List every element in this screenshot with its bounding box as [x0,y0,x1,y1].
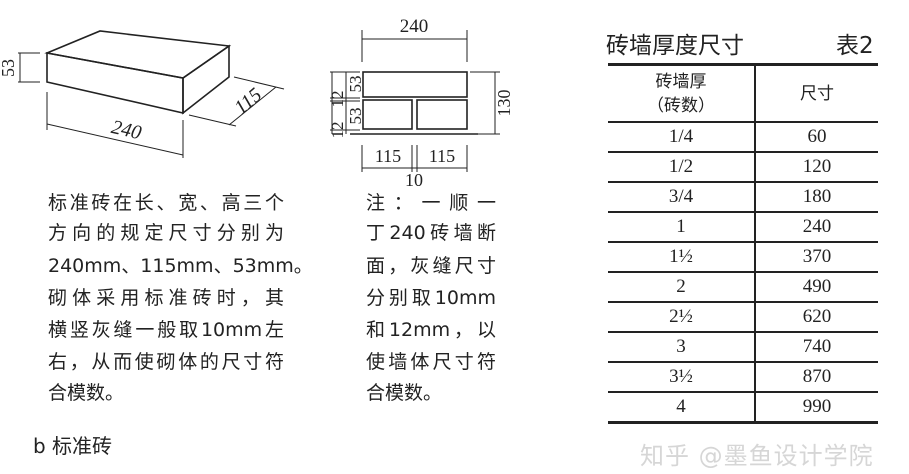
cell-brick-count: 3 [608,332,756,363]
cell-size: 370 [755,242,878,273]
cell-size: 620 [755,302,878,333]
text-line: 面，灰缝尺寸 [366,255,496,277]
cell-size: 60 [755,122,878,153]
text-line: 注：一顺一 [366,192,496,214]
cell-size: 870 [755,362,878,393]
cell-brick-count: 3½ [608,362,756,393]
dim-line-length [46,123,184,156]
text-line: 使墙体尺寸符 [366,351,496,373]
text-line: 和12mm，以 [366,319,496,341]
text-line: 合模数。 [366,382,443,404]
cell-size: 120 [755,152,878,183]
cell-size: 990 [755,392,878,424]
dim-left-label: 53 [346,76,365,93]
text-line: 横竖灰缝一般取10mm左 [48,319,284,341]
dim-top-label: 240 [400,16,429,37]
header-line: 砖墙厚 [655,71,707,92]
cell-brick-count: 4 [608,392,756,424]
dim-height-label: 53 [0,59,18,77]
text-line: 240mm、115mm、53mm。 [48,255,313,277]
text-line: 合模数。 [48,382,125,404]
brick-front-face [46,52,184,115]
dim-right-label: 130 [494,90,514,117]
dim-line-width [228,86,277,126]
table-label: 表2 [836,33,874,59]
header-brick-count: 砖墙厚 （砖数） [608,64,756,123]
table-title: 砖墙厚度尺寸 [606,33,744,59]
text-line: 标准砖在长、宽、高三个 [48,192,284,214]
brick-isometric: 53 240 115 [0,30,285,158]
cell-brick-count: 1/4 [608,122,756,153]
cell-brick-count: 3/4 [608,182,756,213]
dim-joint-label: 10 [405,170,423,190]
text-line: 方向的规定尺寸分别为 [48,222,284,244]
dim-left-label: 12 [328,91,347,108]
header-brick-left [362,99,413,130]
cell-brick-count: 2½ [608,302,756,333]
cell-size: 180 [755,182,878,213]
cell-brick-count: 2 [608,272,756,303]
text-line: 分别取10mm [366,287,496,309]
text-line: 右，从而使砌体的尺寸符 [48,351,284,373]
dim-length-label: 240 [109,116,143,144]
dim-bottom-right-label: 115 [429,146,455,166]
dim-bottom-left-label: 115 [375,146,401,166]
brick-top-face [44,30,232,79]
dim-left-label: 53 [346,108,365,125]
cell-size: 240 [755,212,878,243]
table-header-row: 砖墙厚 （砖数） 尺寸 [608,64,878,123]
header-brick-right [416,99,468,130]
figure-caption: b 标准砖 [33,434,113,458]
wall-section: 240 130 53 12 53 12 115 115 10 [328,16,514,190]
cell-size: 740 [755,332,878,363]
cell-size: 490 [755,272,878,303]
watermark: 知乎 @墨鱼设计学院 [640,442,874,470]
cell-brick-count: 1/2 [608,152,756,183]
dim-width-label: 115 [230,84,266,119]
header-line: （砖数） [647,95,715,116]
text-line: 丁240砖墙断 [366,222,496,244]
dim-left-label: 12 [328,122,347,139]
text-line: 砌体采用标准砖时，其 [48,287,284,309]
stretcher-brick [362,71,468,98]
header-size: 尺寸 [755,64,878,123]
cell-brick-count: 1 [608,212,756,243]
brick-side-face [182,44,230,115]
cell-brick-count: 1½ [608,242,756,273]
